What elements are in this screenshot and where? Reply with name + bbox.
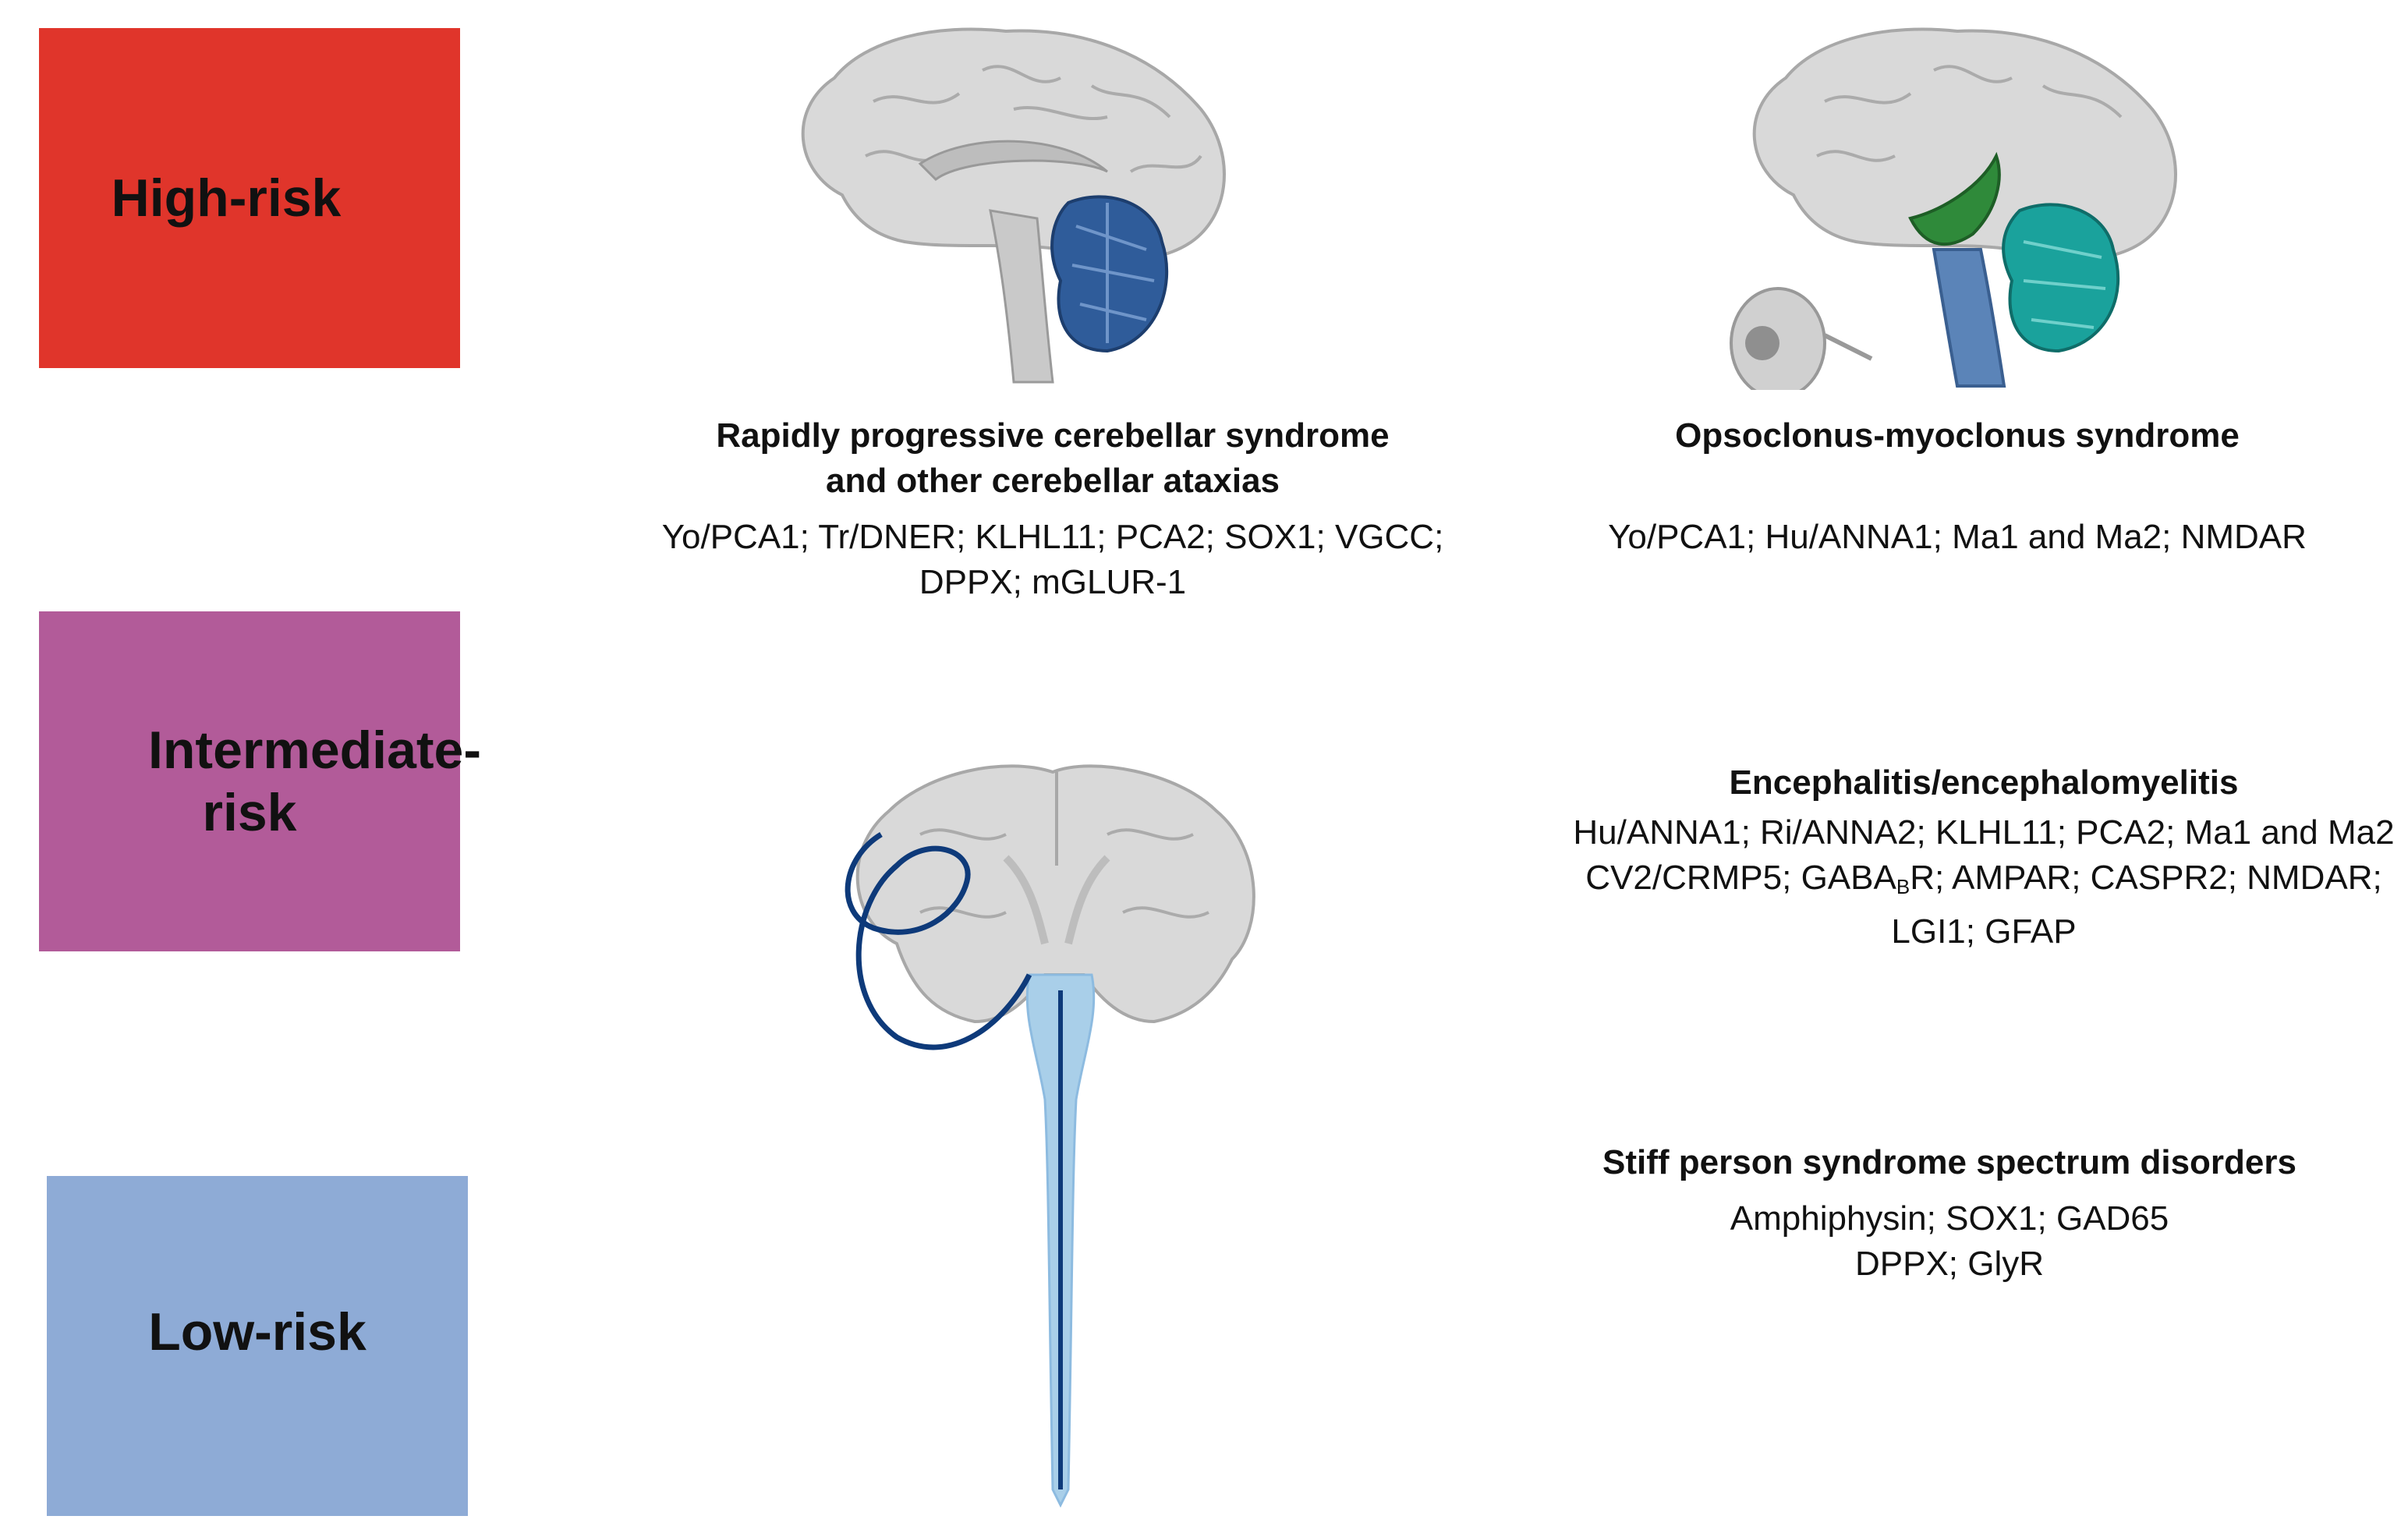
intermediate-risk-label: Intermediate-risk bbox=[148, 721, 481, 842]
encephalitis-antibodies: Hu/ANNA1; Ri/ANNA2; KLHL11; PCA2; Ma1 an… bbox=[1482, 810, 2408, 955]
cerebellar-title-line1: Rapidly progressive cerebellar syndrome bbox=[716, 416, 1390, 455]
cerebellar-syndrome-block: Rapidly progressive cerebellar syndrome … bbox=[577, 413, 1528, 605]
stiff-person-title: Stiff person syndrome spectrum disorders bbox=[1602, 1143, 2296, 1181]
sagittal-brain-eye-illustration bbox=[1730, 27, 2177, 390]
encephalitis-abs-line2: CV2/CRMP5; GABABR; AMPAR; CASPR2; NMDAR; bbox=[1482, 855, 2408, 909]
coronal-brain-spinal-cord-illustration bbox=[845, 764, 1255, 1508]
opsoclonus-syndrome-block: Opsoclonus-myoclonus syndrome Yo/PCA1; H… bbox=[1528, 413, 2386, 560]
opsoclonus-abs-line1: Yo/PCA1; Hu/ANNA1; Ma1 and Ma2; NMDAR bbox=[1608, 518, 2307, 556]
high-risk-label: High-risk bbox=[111, 168, 342, 228]
encephalitis-abs-line3: LGI1; GFAP bbox=[1891, 912, 2077, 951]
high-risk-box: High-risk bbox=[39, 28, 460, 368]
stiff-person-abs-line2: DPPX; GlyR bbox=[1854, 1245, 2045, 1283]
stiff-person-antibodies: Amphiphysin; SOX1; GAD65 DPPX; GlyR bbox=[1482, 1196, 2408, 1287]
cerebellar-abs-line2: DPPX; mGLUR-1 bbox=[919, 563, 1187, 601]
low-risk-box: Low-risk bbox=[47, 1176, 468, 1516]
low-risk-label: Low-risk bbox=[148, 1302, 367, 1362]
encephalitis-title: Encephalitis/encephalomyelitis bbox=[1729, 763, 2239, 802]
cerebellar-antibodies: Yo/PCA1; Tr/DNER; KLHL11; PCA2; SOX1; VG… bbox=[577, 515, 1528, 605]
cerebellar-title-line2: and other cerebellar ataxias bbox=[825, 462, 1280, 500]
cerebellar-syndrome-title: Rapidly progressive cerebellar syndrome … bbox=[577, 413, 1528, 504]
encephalitis-abs-line2-post: R; AMPAR; CASPR2; NMDAR; bbox=[1910, 859, 2382, 897]
gaba-subscript: B bbox=[1896, 875, 1910, 898]
stiff-person-abs-line1: Amphiphysin; SOX1; GAD65 bbox=[1730, 1199, 2169, 1238]
opsoclonus-syndrome-title: Opsoclonus-myoclonus syndrome bbox=[1675, 416, 2240, 455]
encephalitis-abs-line2-pre: CV2/CRMP5; GABA bbox=[1585, 859, 1896, 897]
cerebellar-abs-line1: Yo/PCA1; Tr/DNER; KLHL11; PCA2; SOX1; VG… bbox=[661, 518, 1444, 556]
intermediate-risk-box: Intermediate-risk bbox=[39, 611, 481, 951]
sagittal-brain-cerebellum-illustration bbox=[801, 27, 1226, 384]
encephalitis-abs-line1: Hu/ANNA1; Ri/ANNA2; KLHL11; PCA2; Ma1 an… bbox=[1573, 813, 2395, 852]
stiff-person-block: Stiff person syndrome spectrum disorders… bbox=[1482, 1140, 2408, 1287]
encephalitis-block: Encephalitis/encephalomyelitis Hu/ANNA1;… bbox=[1482, 760, 2408, 955]
opsoclonus-antibodies: Yo/PCA1; Hu/ANNA1; Ma1 and Ma2; NMDAR bbox=[1528, 515, 2386, 560]
